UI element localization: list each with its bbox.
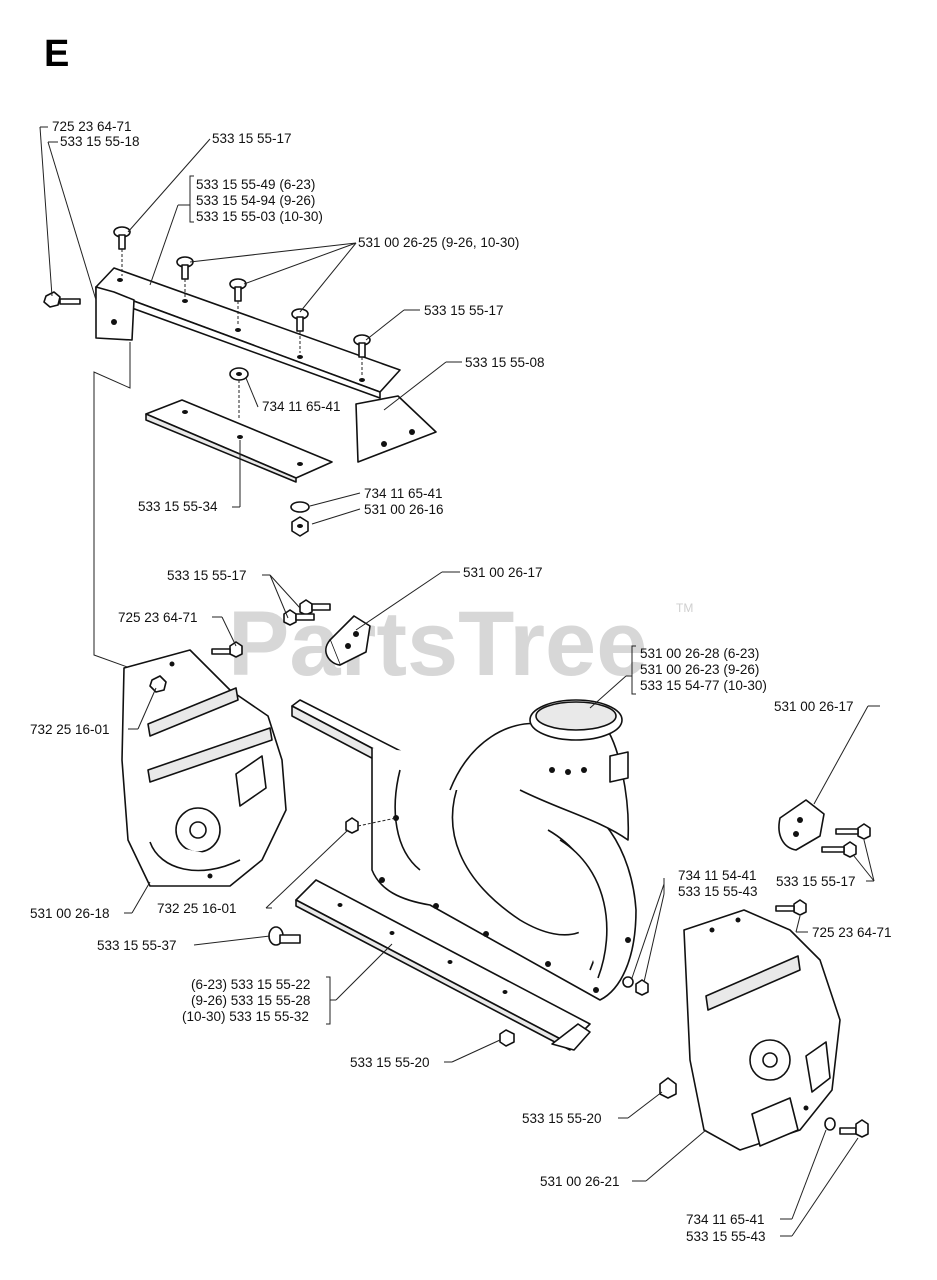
part-label: 533 15 55-17 [776,874,856,889]
scraper-carriage-bolt [268,926,301,946]
part-label: 533 15 55-08 [465,355,545,370]
part-label: (9-26) 533 15 55-28 [191,993,310,1008]
part-label: (10-30) 533 15 55-32 [182,1009,309,1024]
part-label: 732 25 16-01 [157,901,237,916]
part-label: 533 15 55-43 [686,1229,766,1244]
part-label: 533 15 55-17 [212,131,292,146]
part-label: 725 23 64-71 [812,925,892,940]
part-label: 531 00 26-23 (9-26) [640,662,759,677]
part-label: (6-23) 533 15 55-22 [191,977,310,992]
carriage-bolts [113,226,371,376]
part-labels: 725 23 64-71 533 15 55-18 533 15 55-17 5… [30,119,892,1244]
housing-nut [345,817,397,834]
part-label: 734 11 65-41 [262,399,341,414]
skid-plate-part [145,399,333,483]
assembly-guide-line [93,342,131,669]
right-hook-bolts [821,823,871,858]
hook-bracket-part [325,615,371,666]
part-label: 725 23 64-71 [118,610,198,625]
left-hex-bolt [43,291,81,308]
nut-washer-stack [290,501,310,537]
part-label: 533 15 55-34 [138,499,218,514]
section-letter: E [44,33,69,75]
parts-drawing [43,226,871,1151]
part-label: 531 00 26-17 [463,565,543,580]
scraper-nut [499,1029,515,1047]
side-plate-part [355,395,437,463]
leader-lines [39,126,880,1237]
right-side-plate-part [683,909,841,1151]
hook-bolts [283,599,331,626]
part-label: 533 15 55-43 [678,884,758,899]
part-label: 533 15 55-49 (6-23) [196,177,315,192]
part-label: 533 15 55-17 [424,303,504,318]
part-label: 533 15 55-03 (10-30) [196,209,323,224]
right-locknut [622,976,649,996]
right-bolt-725 [775,899,807,916]
center-washer [229,367,249,420]
top-bracket-part [95,267,401,399]
part-label: 531 00 26-25 (9-26, 10-30) [358,235,519,250]
watermark-trademark: TM [676,601,693,615]
right-hook-bracket [778,799,825,851]
part-label: 725 23 64-71 [52,119,132,134]
part-label: 533 15 55-20 [350,1055,430,1070]
part-label: 533 15 54-77 (10-30) [640,678,767,693]
auger-housing-part [291,699,637,1001]
part-label: 732 25 16-01 [30,722,110,737]
watermark: PartsTree [228,593,647,695]
right-nut [659,1077,677,1099]
part-label: 533 15 54-94 (9-26) [196,193,315,208]
left-bolt-725 [211,641,243,658]
part-label: 734 11 54-41 [678,868,757,883]
part-label: 533 15 55-20 [522,1111,602,1126]
part-label: 533 15 55-18 [60,134,140,149]
part-label: 531 00 26-17 [774,699,854,714]
part-label: 533 15 55-37 [97,938,177,953]
part-label: 734 11 65-41 [364,486,443,501]
part-label: 533 15 55-17 [167,568,247,583]
part-label: 531 00 26-18 [30,906,110,921]
part-label: 531 00 26-21 [540,1174,620,1189]
part-label: 531 00 26-28 (6-23) [640,646,759,661]
scraper-bar-part [295,879,591,1051]
part-label: 734 11 65-41 [686,1212,765,1227]
left-side-plate-part [121,649,287,887]
bottom-bolt-washer [824,1117,869,1138]
part-label: 531 00 26-16 [364,502,444,517]
